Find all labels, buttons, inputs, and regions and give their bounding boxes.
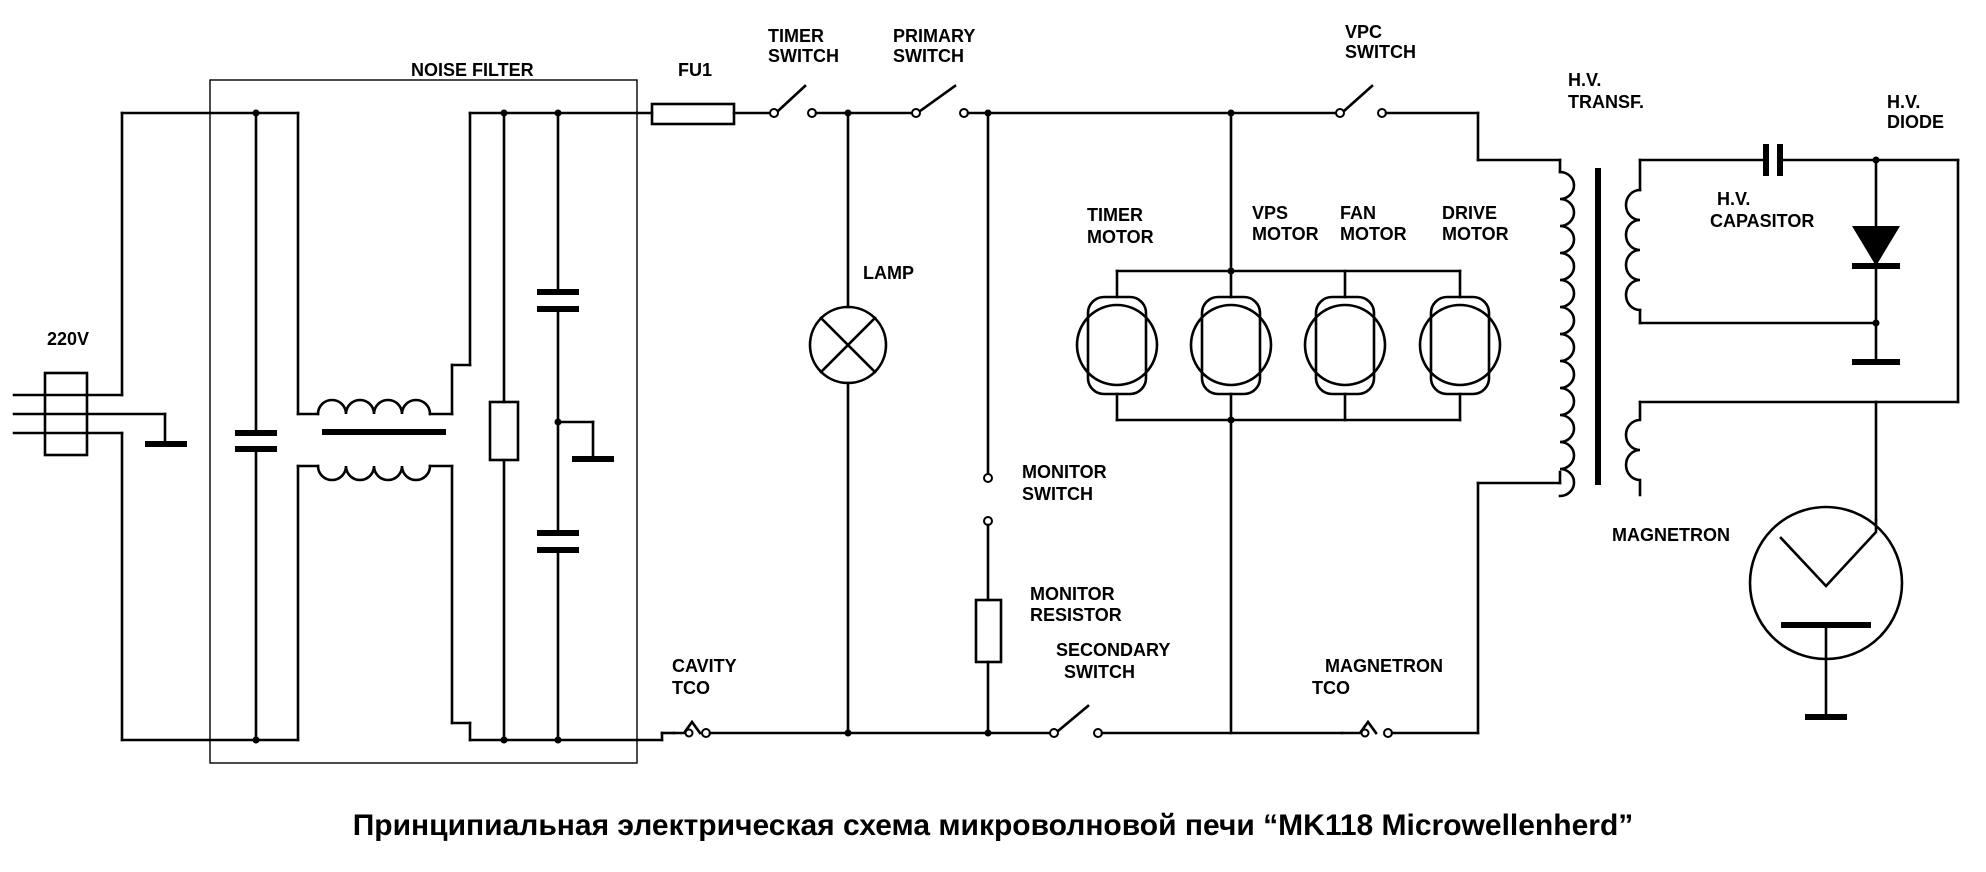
timer-motor-label-1: TIMER bbox=[1087, 205, 1143, 225]
hv-transf-label-2: TRANSF. bbox=[1568, 92, 1644, 112]
fan-motor-label-1: FAN bbox=[1340, 203, 1376, 223]
secondary-switch-label-2: SWITCH bbox=[1064, 662, 1135, 682]
magnetron-tco-label-2: TCO bbox=[1312, 678, 1350, 698]
monitor-switch-label-1: MONITOR bbox=[1022, 462, 1107, 482]
noise-filter: NOISE FILTER bbox=[120, 60, 639, 764]
motors: TIMER MOTOR VPS MOTOR FAN MOTOR DRIVE MO… bbox=[1075, 111, 1509, 735]
vpc-switch-label-1: VPC bbox=[1345, 22, 1382, 42]
lamp: LAMP bbox=[808, 111, 914, 735]
noise-filter-label: NOISE FILTER bbox=[411, 60, 534, 80]
monitor-resistor-label-1: MONITOR bbox=[1030, 584, 1115, 604]
timer-switch-label-1: TIMER bbox=[768, 26, 824, 46]
vpc-switch-label-2: SWITCH bbox=[1345, 42, 1416, 62]
magnetron-tco: MAGNETRON TCO bbox=[1312, 656, 1443, 738]
vpc-switch: VPC SWITCH bbox=[1335, 22, 1416, 118]
monitor-branch: MONITOR SWITCH MONITOR RESISTOR bbox=[974, 111, 1122, 735]
cavity-tco-label-1: CAVITY bbox=[672, 656, 737, 676]
vps-motor-label-2: MOTOR bbox=[1252, 224, 1319, 244]
drive-motor-label-1: DRIVE bbox=[1442, 203, 1497, 223]
hv-capacitor: H.V. CAPASITOR bbox=[1638, 144, 1960, 231]
hv-transf-label-1: H.V. bbox=[1568, 70, 1601, 90]
primary-switch-label-2: SWITCH bbox=[893, 46, 964, 66]
hv-diode-label-1: H.V. bbox=[1887, 92, 1920, 112]
supply-voltage-label: 220V bbox=[47, 329, 89, 349]
vps-motor-label-1: VPS bbox=[1252, 203, 1288, 223]
monitor-switch-label-2: SWITCH bbox=[1022, 484, 1093, 504]
lamp-label: LAMP bbox=[863, 263, 914, 283]
hv-diode: H.V. DIODE bbox=[1638, 92, 1960, 522]
timer-switch: TIMER SWITCH bbox=[768, 26, 839, 118]
hv-diode-label-2: DIODE bbox=[1887, 112, 1944, 132]
monitor-resistor-label-2: RESISTOR bbox=[1030, 605, 1122, 625]
power-input: 220V bbox=[12, 111, 187, 742]
primary-switch: PRIMARY SWITCH bbox=[893, 26, 975, 118]
timer-motor-label-2: MOTOR bbox=[1087, 227, 1154, 247]
hv-capacitor-label-1: H.V. bbox=[1717, 189, 1750, 209]
primary-switch-label-1: PRIMARY bbox=[893, 26, 975, 46]
drive-motor-label-2: MOTOR bbox=[1442, 224, 1509, 244]
magnetron-tco-label-1: MAGNETRON bbox=[1325, 656, 1443, 676]
cavity-tco-label-2: TCO bbox=[672, 678, 710, 698]
secondary-switch-label-1: SECONDARY bbox=[1056, 640, 1170, 660]
secondary-switch: SECONDARY SWITCH bbox=[1049, 640, 1170, 738]
magnetron: MAGNETRON bbox=[1612, 505, 1904, 720]
diagram-caption: Принципиальная электрическая схема микро… bbox=[353, 809, 1634, 842]
cavity-tco: CAVITY TCO bbox=[660, 656, 737, 738]
noise-filter-box bbox=[209, 79, 638, 764]
fuse-fu1: FU1 bbox=[650, 60, 736, 126]
magnetron-label: MAGNETRON bbox=[1612, 525, 1730, 545]
fu1-label: FU1 bbox=[678, 60, 712, 80]
timer-switch-label-2: SWITCH bbox=[768, 46, 839, 66]
hv-transformer: H.V. TRANSF. bbox=[1558, 70, 1644, 498]
fan-motor-label-2: MOTOR bbox=[1340, 224, 1407, 244]
hv-capacitor-label-2: CAPASITOR bbox=[1710, 211, 1814, 231]
